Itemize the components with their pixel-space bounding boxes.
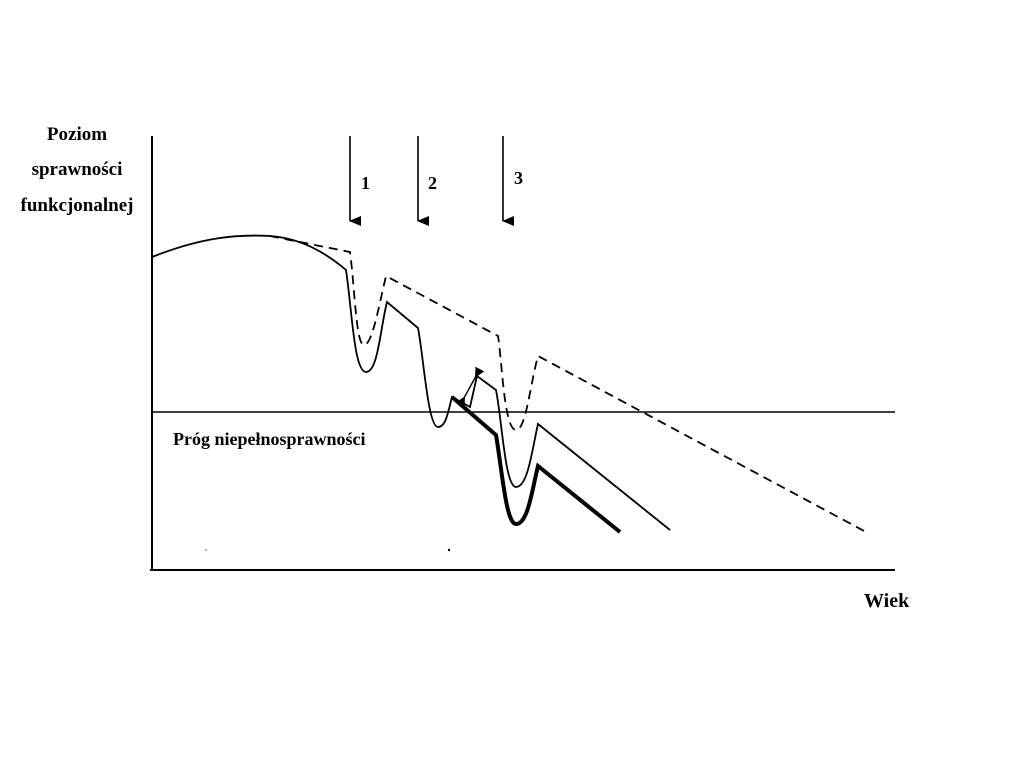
threshold-label: Próg niepełnosprawności: [173, 429, 366, 449]
event-marker-label-1: 1: [361, 173, 370, 193]
x-axis-label: Wiek: [864, 590, 910, 612]
y-axis-label-line-2: sprawności: [32, 159, 123, 180]
gap-double-arrow: [455, 366, 485, 408]
y-axis-label-line-1: Poziom: [47, 124, 107, 145]
event-marker-label-3: 3: [514, 168, 523, 188]
dashed-trajectory-curve: [269, 235, 867, 533]
event-marker-label-2: 2: [428, 173, 437, 193]
bold-trajectory-curve: [450, 395, 622, 534]
solid-trajectory-curve: [151, 234, 671, 531]
y-axis-label-line-3: funkcjonalnej: [21, 195, 134, 216]
scan-speck: [447, 548, 451, 552]
scan-speck: [205, 549, 207, 551]
